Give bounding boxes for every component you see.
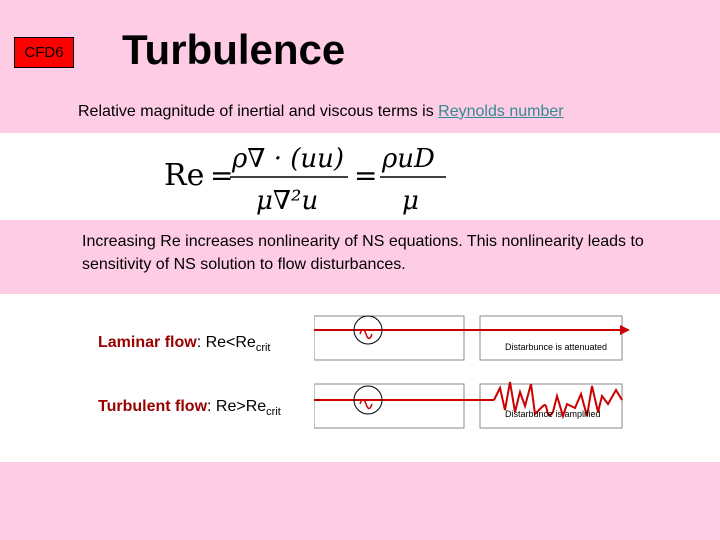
formula-eq-1: = — [210, 159, 233, 192]
laminar-flow-condition: : Re<Re — [197, 334, 256, 351]
formula-num-2: ρuD — [381, 144, 435, 174]
reynolds-number-link[interactable]: Reynolds number — [438, 103, 563, 120]
nonlinearity-paragraph: Increasing Re increases nonlinearity of … — [82, 230, 682, 276]
turbulent-flow-sub: crit — [266, 406, 281, 418]
formula-re: Re — [164, 158, 204, 193]
slide-title: Turbulence — [122, 26, 345, 74]
reynolds-formula: Re = ρ∇ · (uu) μ∇²u = ρuD μ — [160, 137, 460, 219]
laminar-flow-name: Laminar flow — [98, 334, 197, 351]
laminar-note: Distarbunce is attenuated — [505, 341, 615, 354]
formula-eq-2: = — [354, 159, 377, 192]
subtitle-text: Relative magnitude of inertial and visco… — [78, 103, 438, 120]
laminar-arrowhead — [620, 325, 630, 335]
slide-badge: CFD6 — [14, 37, 74, 68]
turbulent-box — [314, 384, 464, 428]
turbulent-flow-label: Turbulent flow: Re>Recrit — [98, 398, 281, 418]
subtitle: Relative magnitude of inertial and visco… — [78, 103, 564, 121]
formula-den-1: μ∇²u — [256, 186, 318, 216]
laminar-flow-label: Laminar flow: Re<Recrit — [98, 334, 271, 354]
laminar-flow-sub: crit — [256, 342, 271, 354]
turbulent-flow-name: Turbulent flow — [98, 398, 207, 415]
formula-num-1: ρ∇ · (uu) — [231, 144, 344, 174]
turbulent-flow-condition: : Re>Re — [207, 398, 266, 415]
turbulent-note: Distarbunce is amplified — [505, 408, 615, 421]
formula-den-2: μ — [402, 186, 419, 216]
flow-disturbance-diagram — [314, 310, 650, 444]
laminar-box — [314, 316, 464, 360]
footer-band — [0, 462, 720, 540]
